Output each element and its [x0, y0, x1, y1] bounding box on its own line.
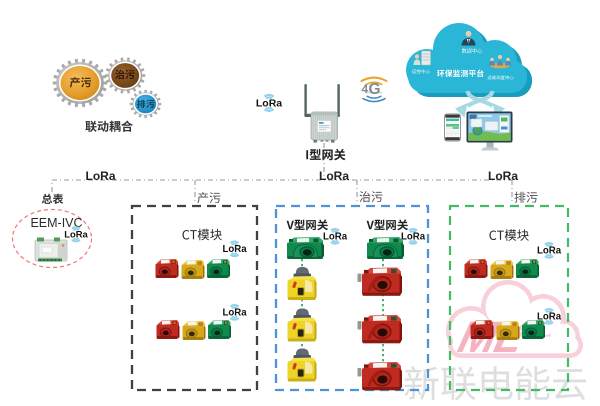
svg-text:LoRa: LoRa: [222, 244, 247, 255]
svg-text:LoRa: LoRa: [256, 98, 282, 110]
svg-text:LoRa: LoRa: [64, 230, 88, 241]
svg-text:LoRa: LoRa: [537, 312, 562, 323]
svg-text:4: 4: [362, 82, 369, 96]
svg-text:G: G: [369, 81, 381, 98]
svg-text:LoRa: LoRa: [222, 308, 247, 319]
svg-text:LoRa: LoRa: [86, 169, 116, 183]
svg-text:LoRa: LoRa: [488, 169, 518, 183]
svg-text:LoRa: LoRa: [537, 246, 562, 257]
svg-text:LoRa: LoRa: [323, 232, 348, 243]
svg-text:LoRa: LoRa: [401, 232, 426, 243]
svg-text:EEM-IVC: EEM-IVC: [30, 216, 82, 230]
svg-text:LoRa: LoRa: [319, 169, 349, 183]
